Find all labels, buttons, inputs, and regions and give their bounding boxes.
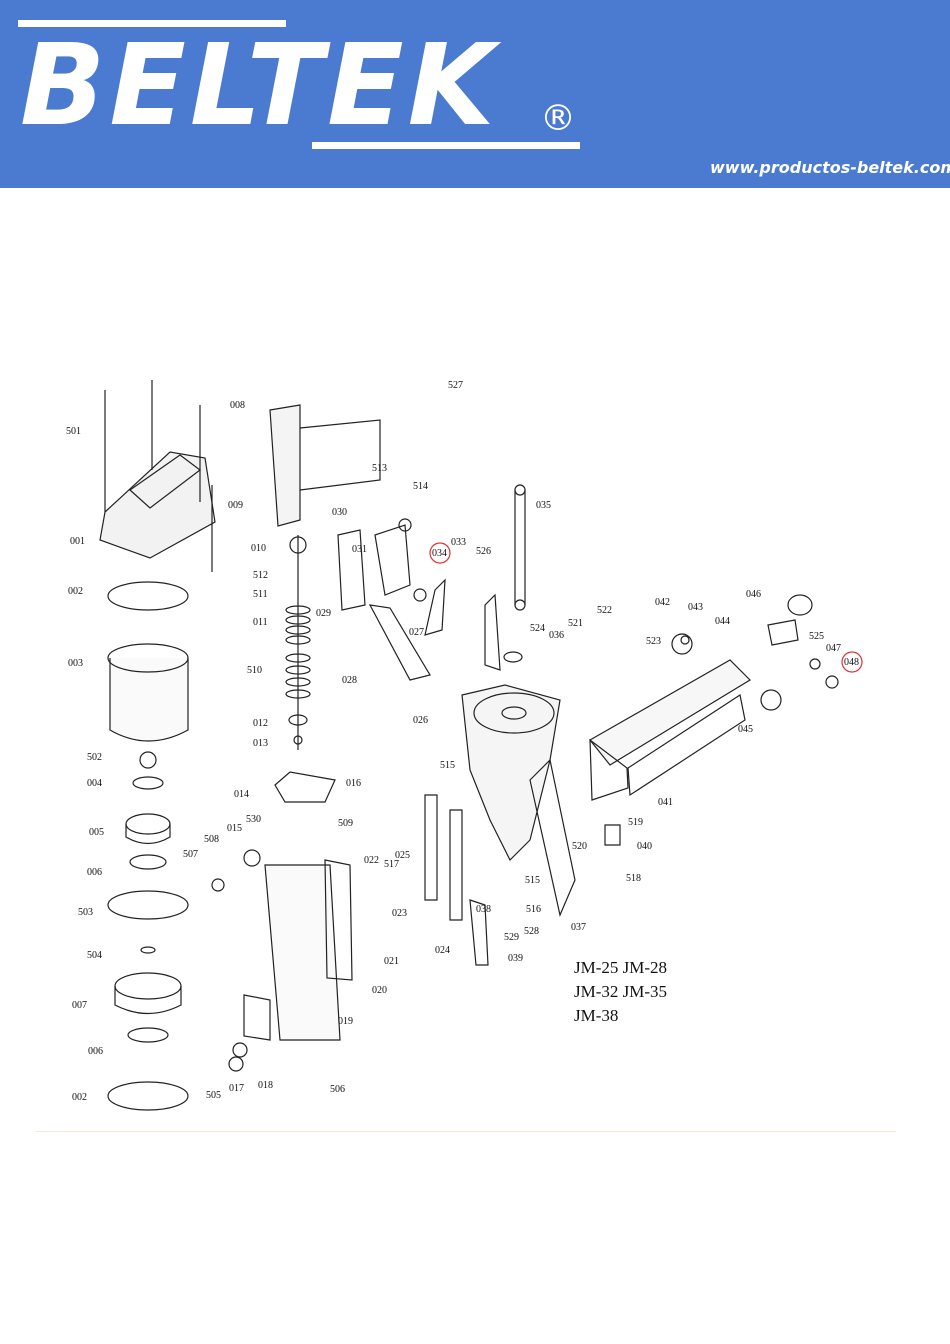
part-label: 044 <box>715 616 730 627</box>
part-label: 029 <box>316 608 331 619</box>
part-label: 521 <box>568 618 583 629</box>
part-label: 028 <box>342 675 357 686</box>
part-label: 022 <box>364 855 379 866</box>
part-label: 517 <box>384 859 399 870</box>
part-label: 002 <box>68 586 83 597</box>
part-label: 515 <box>440 760 455 771</box>
part-label: 513 <box>372 463 387 474</box>
model-line: JM-25 JM-28 <box>574 958 668 977</box>
model-line: JM-32 JM-35 <box>574 982 668 1001</box>
part-label: 522 <box>597 605 612 616</box>
registered-mark: ® <box>540 98 576 139</box>
part-label: 510 <box>247 665 262 676</box>
highlight-circle-048 <box>841 651 863 673</box>
part-label: 037 <box>571 922 586 933</box>
part-label: 009 <box>228 500 243 511</box>
part-label: 046 <box>746 589 761 600</box>
logo-bar-bottom <box>312 142 580 149</box>
part-label: 004 <box>87 778 102 789</box>
part-label: 033 <box>451 537 466 548</box>
part-label: 507 <box>183 849 198 860</box>
part-label: 030 <box>332 507 347 518</box>
part-label: 048 <box>844 657 859 668</box>
part-label: 006 <box>87 867 102 878</box>
part-label: 501 <box>66 426 81 437</box>
part-label: 005 <box>89 827 104 838</box>
part-label: 524 <box>530 623 545 634</box>
brand-logo: BELTEK <box>20 21 499 151</box>
part-label: 006 <box>88 1046 103 1057</box>
part-label: 024 <box>435 945 450 956</box>
part-label: 039 <box>508 953 523 964</box>
part-label: 504 <box>87 950 102 961</box>
part-label: 528 <box>524 926 539 937</box>
part-label: 010 <box>251 543 266 554</box>
part-label: 043 <box>688 602 703 613</box>
part-label: 012 <box>253 718 268 729</box>
part-label: 011 <box>253 617 268 628</box>
highlight-circle-034 <box>429 542 451 564</box>
part-label: 511 <box>253 589 268 600</box>
part-label: 514 <box>413 481 428 492</box>
part-label: 506 <box>330 1084 345 1095</box>
part-label: 020 <box>372 985 387 996</box>
header-banner: BELTEK ® www.productos-beltek.com.mx <box>0 0 950 188</box>
part-label: 026 <box>413 715 428 726</box>
part-label: 516 <box>526 904 541 915</box>
part-label: 034 <box>432 548 447 559</box>
part-label: 523 <box>646 636 661 647</box>
part-label: 002 <box>72 1092 87 1103</box>
model-line: JM-38 <box>574 1006 619 1025</box>
part-label: 041 <box>658 797 673 808</box>
part-label: 003 <box>68 658 83 669</box>
part-label: 503 <box>78 907 93 918</box>
part-label: 042 <box>655 597 670 608</box>
part-label: 526 <box>476 546 491 557</box>
part-label: 025 <box>395 850 410 861</box>
website-url[interactable]: www.productos-beltek.com.mx <box>710 158 950 177</box>
part-label: 512 <box>253 570 268 581</box>
part-label: 530 <box>246 814 261 825</box>
part-label: 036 <box>549 630 564 641</box>
part-label: 023 <box>392 908 407 919</box>
part-label: 017 <box>229 1083 244 1094</box>
part-label: 014 <box>234 789 249 800</box>
part-label: 016 <box>346 778 361 789</box>
part-label: 518 <box>626 873 641 884</box>
part-label: 509 <box>338 818 353 829</box>
part-label: 038 <box>476 904 491 915</box>
part-label: 008 <box>230 400 245 411</box>
part-label: 515 <box>525 875 540 886</box>
part-label: 021 <box>384 956 399 967</box>
model-list: JM-25 JM-28 JM-32 JM-35 JM-38 <box>574 956 667 1028</box>
part-label: 529 <box>504 932 519 943</box>
part-label: 040 <box>637 841 652 852</box>
part-label: 007 <box>72 1000 87 1011</box>
logo-bar-top <box>18 20 286 27</box>
part-label: 502 <box>87 752 102 763</box>
part-label: 013 <box>253 738 268 749</box>
part-label: 031 <box>352 544 367 555</box>
part-label: 519 <box>628 817 643 828</box>
part-label: 001 <box>70 536 85 547</box>
part-label: 019 <box>338 1016 353 1027</box>
part-label: 505 <box>206 1090 221 1101</box>
part-label: 508 <box>204 834 219 845</box>
part-label: 035 <box>536 500 551 511</box>
part-label: 047 <box>826 643 841 654</box>
part-label: 045 <box>738 724 753 735</box>
part-label: 525 <box>809 631 824 642</box>
exploded-parts-diagram: 001 002 003 502 004 005 006 503 504 007 … <box>66 380 863 1111</box>
part-label: 520 <box>572 841 587 852</box>
part-label: 027 <box>409 627 424 638</box>
footer-divider <box>36 1131 896 1132</box>
part-label: 527 <box>448 380 463 391</box>
part-label: 018 <box>258 1080 273 1091</box>
part-label: 015 <box>227 823 242 834</box>
